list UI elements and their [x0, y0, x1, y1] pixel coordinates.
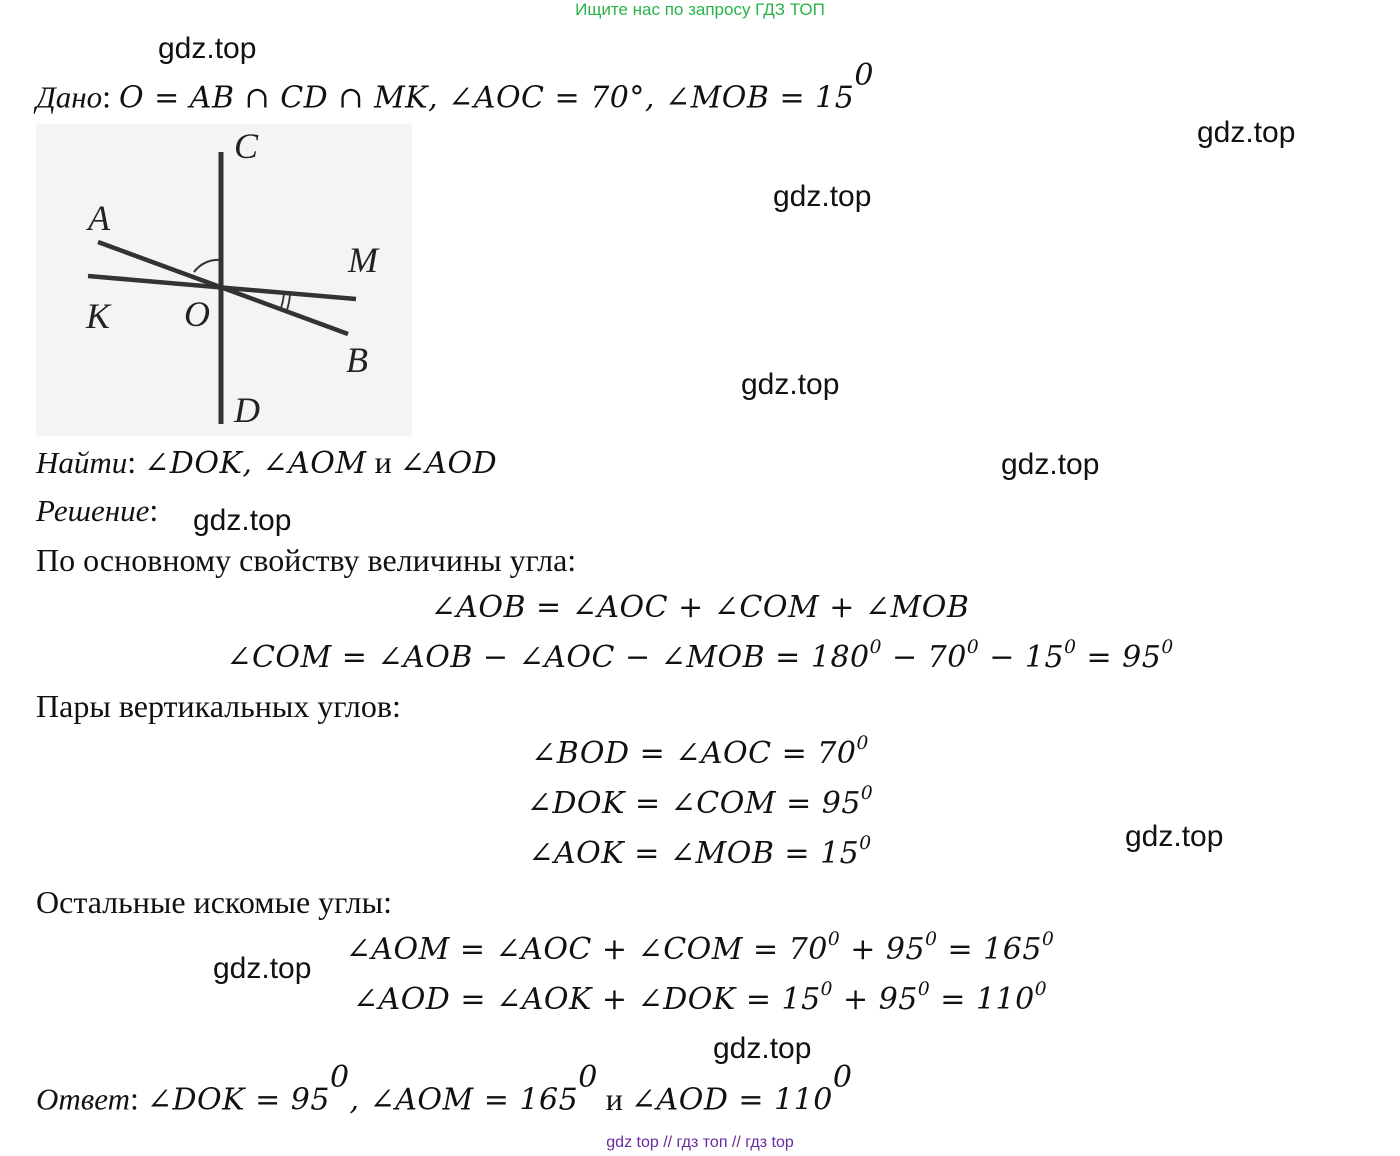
equation-aom: ∠AOM = ∠AOC + ∠COM = 700 + 950 = 1650: [345, 929, 1055, 967]
label-d: D: [233, 390, 260, 430]
watermark: gdz.top: [1125, 820, 1224, 853]
angle-mob-arc-2: [286, 294, 291, 311]
equation-dok: ∠DOK = ∠COM = 950: [526, 783, 874, 821]
given-line: Дано: O = AB ∩ CD ∩ MK, ∠AOC = 70°, ∠MOB…: [36, 58, 874, 116]
line-km: [87, 273, 357, 302]
answer-line: Ответ: ∠DOK = 950, ∠AOM = 1650и∠AOD = 11…: [36, 1060, 853, 1118]
text-main-property: По основному свойству величины угла:: [36, 542, 577, 578]
text-vertical-angles: Пары вертикальных углов:: [36, 688, 401, 724]
label-b: B: [346, 340, 368, 380]
solution-label: Решение: [36, 493, 150, 528]
label-a: A: [86, 198, 111, 238]
watermark: gdz.top: [1001, 448, 1100, 481]
angle-aoc-arc: [193, 258, 222, 273]
equation-bod: ∠BOD = ∠AOC = 700: [531, 733, 869, 771]
equation-aod: ∠AOD = ∠AOK + ∠DOK = 150 + 950 = 1100: [352, 979, 1048, 1017]
top-banner: Ищите нас по запросу ГДЗ ТОП: [575, 0, 825, 19]
watermark: gdz.top: [741, 368, 840, 401]
watermark: gdz.top: [213, 952, 312, 985]
find-label: Найти: [36, 445, 128, 480]
label-c: C: [234, 126, 259, 166]
angle-mob-arc-1: [280, 293, 285, 309]
geometry-figure: C A M K O B D: [36, 124, 412, 436]
footer-links: gdz top // гдз топ // гдз top: [606, 1134, 794, 1151]
watermark: gdz.top: [773, 180, 872, 213]
watermark: gdz.top: [1197, 116, 1296, 149]
label-k: K: [85, 296, 112, 336]
label-o: O: [184, 294, 210, 334]
answer-label: Ответ: [36, 1081, 130, 1117]
equation-aok: ∠AOK = ∠MOB = 150: [528, 833, 872, 871]
given-label: Дано: [36, 79, 103, 115]
figure-background: [36, 124, 412, 436]
text-remaining-angles: Остальные искомые углы:: [36, 884, 393, 920]
equation-com: ∠COM = ∠AOB − ∠AOC − ∠MOB = 1800 − 700 −…: [226, 637, 1174, 675]
solution-heading: Решение:: [36, 492, 159, 528]
label-m: M: [347, 240, 380, 280]
given-expr: O = AB ∩ CD ∩ MK, ∠AOC = 70°, ∠MOB = 15: [119, 80, 855, 116]
watermark: gdz.top: [193, 504, 292, 537]
watermark: gdz.top: [158, 32, 257, 65]
watermark: gdz.top: [713, 1032, 812, 1065]
equation-aob: ∠AOB = ∠AOC + ∠COM + ∠MOB: [430, 590, 970, 625]
